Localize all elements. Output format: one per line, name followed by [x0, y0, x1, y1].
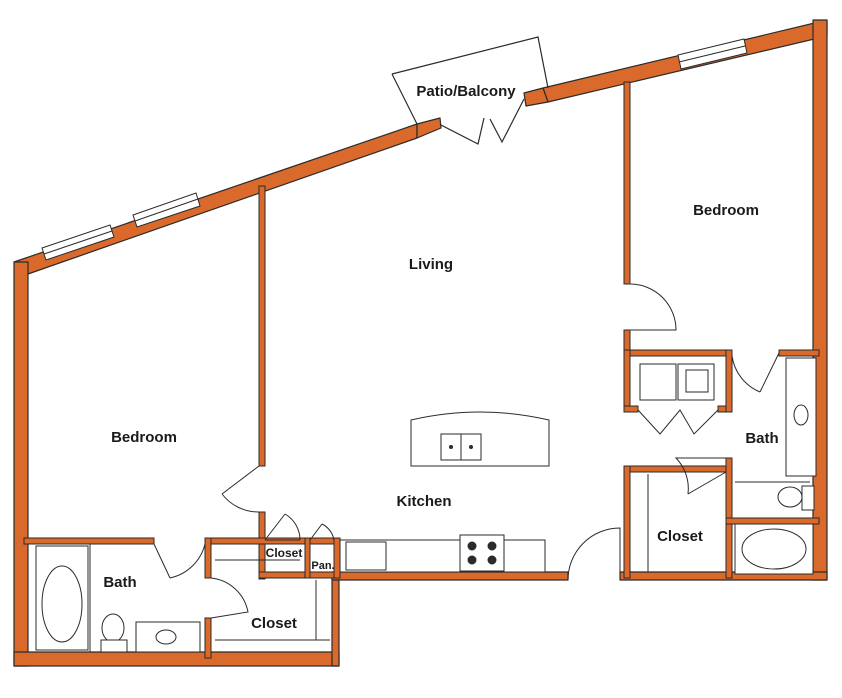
door-small-closet: [264, 513, 301, 541]
label-closet-left: Closet: [251, 615, 297, 632]
tub-left-basin: [41, 565, 83, 643]
right-wall: [812, 19, 828, 581]
bottom-wall-middle: [331, 571, 569, 581]
door-left-bedroom: [221, 465, 260, 513]
windows: [41, 38, 748, 261]
dishwasher-icon: [345, 541, 387, 571]
room-labels: Patio/Balcony Living Bedroom Bedroom Kit…: [103, 83, 778, 632]
wall-left-bath-top: [23, 537, 155, 545]
wall-right-bedroom: [623, 81, 631, 285]
tub-right-basin: [741, 528, 807, 570]
door-right-bath: [731, 352, 780, 393]
thin-lines: [89, 474, 810, 652]
left-wall: [13, 261, 29, 667]
kitchen-fixtures: [339, 363, 715, 573]
label-bedroom-left: Bedroom: [111, 429, 177, 446]
door-right-closet: [674, 457, 727, 495]
patio-balcony: [391, 36, 549, 145]
interior-walls: [23, 81, 820, 659]
label-bath-right: Bath: [745, 430, 778, 447]
patio-door-right: [489, 98, 525, 144]
toilet-right-icon: [777, 486, 803, 508]
bath-fixtures: [35, 357, 817, 653]
patio-door-left: [440, 117, 485, 145]
label-closet-right: Closet: [657, 528, 703, 545]
door-pantry: [309, 523, 335, 541]
door-entry: [567, 527, 621, 581]
top-wall-left: [13, 123, 418, 275]
bottom-step-vertical: [331, 573, 340, 667]
label-bedroom-right: Bedroom: [693, 202, 759, 219]
sink-right-icon: [793, 404, 809, 426]
door-right-bedroom: [629, 283, 677, 331]
label-kitchen: Kitchen: [396, 493, 451, 510]
washer-icon: [639, 363, 677, 401]
patio-stub-left: [416, 117, 442, 139]
door-left-closet: [210, 577, 249, 619]
sink-left-icon: [155, 629, 177, 645]
stove-icon: [459, 534, 505, 572]
doors: [153, 283, 780, 619]
label-living: Living: [409, 256, 453, 273]
toilet-left-icon: [101, 613, 125, 643]
bottom-wall-left: [13, 651, 340, 667]
label-patio: Patio/Balcony: [416, 83, 516, 100]
label-closet-small: Closet: [266, 546, 303, 560]
label-bath-left: Bath: [103, 574, 136, 591]
door-left-bath: [153, 543, 206, 579]
label-pantry: Pan.: [311, 560, 334, 572]
patio-stub-right: [523, 87, 549, 107]
wall-left-bedroom-divider: [258, 185, 266, 467]
door-laundry: [637, 409, 719, 435]
